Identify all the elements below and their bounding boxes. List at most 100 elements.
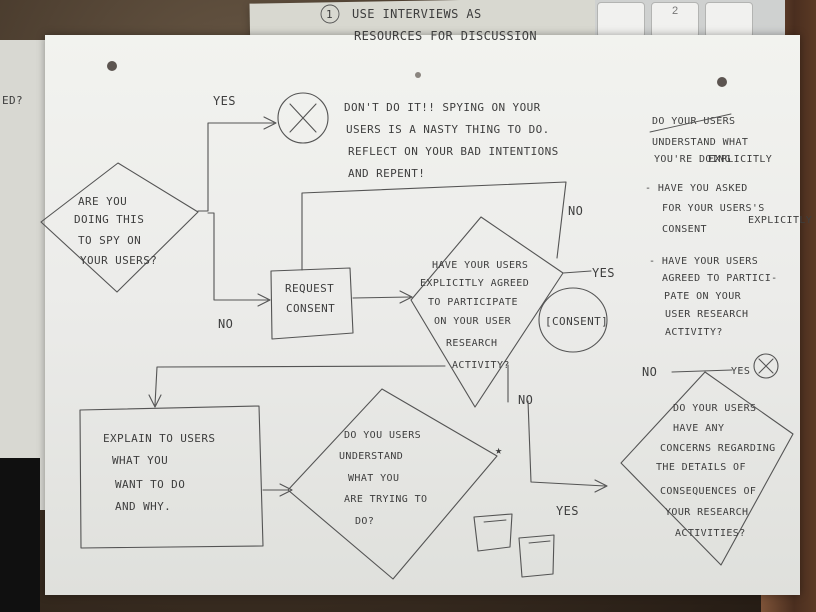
agreed-line-2: EXPLICITLY AGREED [420, 278, 529, 289]
start-question-line-1: ARE YOU [78, 195, 127, 208]
note1-line-4: EXPLICITLY [708, 154, 772, 165]
concerns-line-6: YOUR RESEARCH [665, 507, 748, 518]
flowchart-paper [45, 35, 800, 595]
no-down-label: NO [518, 393, 533, 407]
note1-line-1: DO YOUR USERS [652, 116, 735, 127]
agreed-line-5: RESEARCH [446, 338, 497, 349]
understand-line-5: DO? [355, 516, 374, 527]
no-arrow-head [257, 293, 271, 307]
concerns-line-2: HAVE ANY [673, 423, 724, 434]
explain-box: EXPLAIN TO USERS WHAT YOU WANT TO DO AND… [79, 405, 264, 549]
note3-line-3: PATE ON YOUR [664, 291, 742, 302]
header-line-1: USE INTERVIEWS AS [352, 7, 482, 21]
agreed-line-6: ACTIVITY? [452, 360, 510, 371]
no-arrow-line [207, 212, 269, 301]
right-no-label: NO [642, 365, 657, 379]
start-diamond [40, 162, 199, 293]
punch-hole [415, 72, 421, 78]
right-notes: DO YOUR USERS UNDERSTAND WHAT YOU'RE DOI… [645, 113, 812, 338]
concerns-line-4: THE DETAILS OF [656, 462, 746, 473]
concerns-line-3: CONCERNS REGARDING [660, 443, 776, 454]
yes-arrow-head [263, 116, 277, 130]
right-stop-x-icon [758, 358, 774, 374]
understand-line-2: UNDERSTAND [339, 451, 403, 462]
note2-aside: EXPLICITLY [748, 215, 812, 226]
note1-line-3: YOU'RE DOING [654, 154, 731, 165]
explain-rect [79, 405, 264, 549]
yes-right-line [562, 270, 592, 274]
consent-to-question-arrow-head [399, 290, 413, 304]
strike-line [649, 113, 732, 133]
agreed-diamond [410, 216, 564, 408]
consent-label: [CONSENT] [545, 315, 608, 328]
understand-decision: DO YOU USERS UNDERSTAND WHAT YOU ARE TRY… [287, 388, 498, 580]
star-icon: ★ [495, 443, 503, 457]
number-circle [320, 4, 340, 24]
header-line-2: RESOURCES FOR DISCUSSION [354, 29, 537, 43]
dark-corner [0, 458, 40, 612]
consent-to-question-line [352, 296, 411, 299]
request-consent-line-2: CONSENT [286, 302, 335, 315]
start-question-line-2: DOING THIS [74, 213, 144, 226]
understand-line-4: ARE TRYING TO [344, 494, 427, 505]
right-stop-circle [753, 353, 779, 379]
note2-line-3: CONSENT [662, 224, 707, 235]
request-consent-rect [270, 267, 354, 340]
request-consent-line-1: REQUEST [285, 282, 334, 295]
warning-text: DON'T DO IT!! SPYING ON YOUR USERS IS A … [344, 101, 559, 180]
note1-line-2: UNDERSTAND WHAT [652, 137, 748, 148]
understand-line-3: WHAT YOU [348, 473, 399, 484]
explain-line-2: WHAT YOU [112, 454, 168, 467]
warning-line-4: AND REPENT! [348, 167, 425, 180]
warning-line-1: DON'T DO IT!! SPYING ON YOUR [344, 101, 541, 114]
note2-line-2: FOR YOUR USERS'S [662, 203, 765, 214]
note2-line-1: - HAVE YOU ASKED [645, 183, 748, 194]
return-arrow-head [148, 394, 162, 408]
punch-hole [107, 61, 117, 71]
right-branch-line [671, 369, 733, 373]
no-label: NO [218, 317, 233, 331]
punch-hole [717, 77, 727, 87]
header-number: 1 [326, 8, 333, 21]
concerns-line-5: CONSEQUENCES OF [660, 486, 756, 497]
understand-line-1: DO YOU USERS [344, 430, 421, 441]
yes-bottom-arrow-head [594, 479, 608, 493]
yes-right-label: YES [592, 266, 615, 280]
keyboard-key-2: 2 [651, 2, 699, 38]
warning-line-3: REFLECT ON YOUR BAD INTENTIONS [348, 145, 559, 158]
note3-line-4: USER RESEARCH [665, 309, 748, 320]
no-top-label: NO [568, 204, 583, 218]
note3-line-1: - HAVE YOUR USERS [649, 256, 758, 267]
concerns-decision: DO YOUR USERS HAVE ANY CONCERNS REGARDIN… [620, 371, 794, 566]
scribble-square-1 [473, 513, 513, 552]
warning-line-2: USERS IS A NASTY THING TO DO. [346, 123, 550, 136]
yes-bottom-label: YES [556, 504, 579, 518]
concerns-line-7: ACTIVITIES? [675, 528, 746, 539]
keyboard: 2 [595, 0, 785, 52]
stop-x-icon [289, 103, 317, 133]
no-loop-line [301, 181, 567, 271]
agreed-decision: HAVE YOUR USERS EXPLICITLY AGREED TO PAR… [410, 216, 564, 408]
yes-bottom-line [527, 400, 606, 487]
return-line [154, 365, 446, 406]
keyboard-key [705, 2, 753, 38]
explain-to-question-arrow-head [279, 483, 293, 497]
agreed-line-3: TO PARTICIPATE [428, 297, 518, 308]
understand-diamond [287, 388, 498, 580]
header-note: 1 USE INTERVIEWS AS RESOURCES FOR DISCUS… [320, 4, 537, 43]
scribble-line [483, 519, 507, 523]
agreed-line-1: HAVE YOUR USERS [432, 260, 528, 271]
explain-line-3: WANT TO DO [115, 478, 185, 491]
concerns-diamond [620, 371, 794, 566]
left-edge-text: ED? [2, 94, 23, 107]
explain-line-1: EXPLAIN TO USERS [103, 432, 215, 445]
concerns-line-1: DO YOUR USERS [673, 403, 756, 414]
stop-circle [277, 92, 329, 144]
right-yes-label: YES [731, 366, 750, 377]
start-question-line-3: TO SPY ON [78, 234, 141, 247]
note3-line-5: ACTIVITY? [665, 327, 723, 338]
yes-arrow-line [197, 122, 275, 212]
start-question-line-4: YOUR USERS? [80, 254, 157, 267]
consent-circle [538, 287, 608, 353]
